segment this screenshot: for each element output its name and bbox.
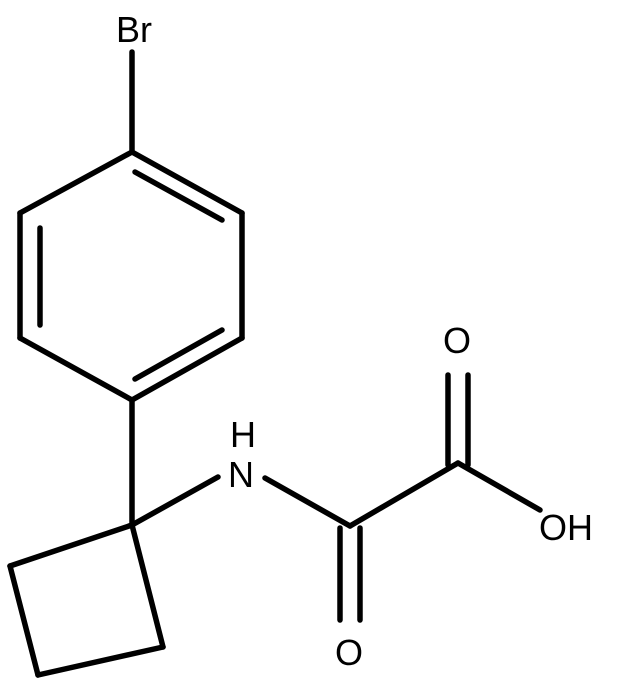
- carbonyl-oxygen-top-label: O: [443, 320, 471, 361]
- bond-cb-4: [129, 522, 166, 650]
- bond-cb-2: [7, 563, 41, 678]
- bond-cb-3: [35, 644, 166, 678]
- bromine-label: Br: [116, 9, 152, 50]
- carbonyl-oxygen-bottom-label: O: [335, 632, 363, 673]
- bond-ring-3: [129, 335, 245, 403]
- bond-cq-n: [129, 474, 221, 528]
- amine-n-label: N: [228, 454, 254, 495]
- bond-c-c: [347, 460, 461, 529]
- bond-ring-6: [17, 149, 135, 216]
- bond-n-c: [262, 475, 353, 529]
- amine-h-label: H: [230, 414, 256, 455]
- bond-c-oh: [455, 460, 543, 513]
- bond-ring-1: [129, 149, 245, 216]
- bond-ring-inner-2: [132, 327, 225, 382]
- bond-ring-4: [17, 335, 135, 403]
- bond-cb-1: [7, 522, 135, 569]
- hydroxyl-label: OH: [539, 507, 593, 548]
- bond-ring-inner-1: [132, 169, 225, 223]
